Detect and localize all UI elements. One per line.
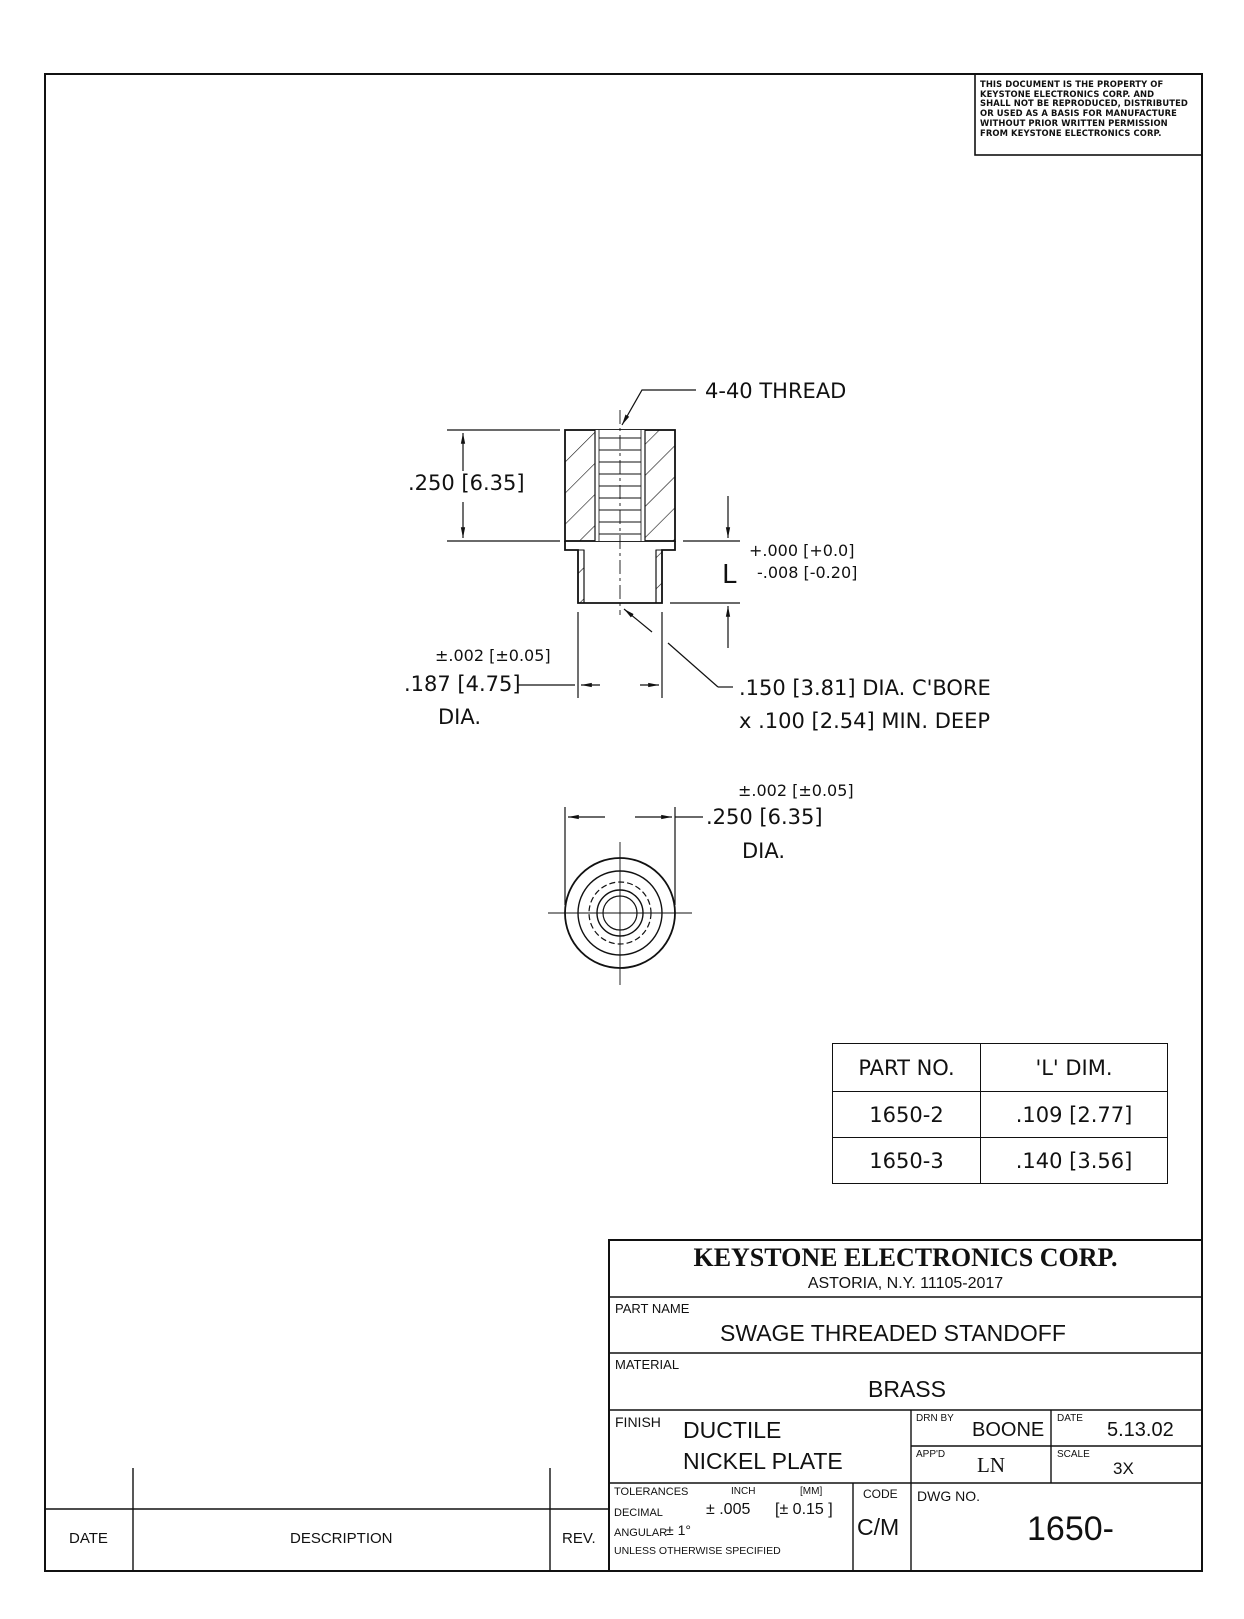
- material-value: BRASS: [868, 1376, 946, 1402]
- height-dimension: .250 [6.35]: [408, 471, 525, 495]
- notice-line: WITHOUT PRIOR WRITTEN PERMISSION: [980, 117, 1168, 128]
- finish-value-line1: DUCTILE: [683, 1417, 782, 1443]
- revision-rev-header: REV.: [562, 1530, 596, 1547]
- drawn-by-value: BOONE: [972, 1419, 1045, 1441]
- table-cell-l-dim: .109 [2.77]: [1015, 1102, 1133, 1127]
- material-label: MATERIAL: [615, 1357, 680, 1372]
- table-header-l-dim: 'L' DIM.: [1035, 1055, 1113, 1080]
- approved-value: LN: [977, 1453, 1005, 1477]
- company-name: KEYSTONE ELECTRONICS CORP.: [693, 1243, 1118, 1272]
- notice-line: KEYSTONE ELECTRONICS CORP. AND: [980, 88, 1155, 99]
- mm-label: [MM]: [800, 1486, 823, 1497]
- sheet-border: [44, 73, 1203, 1572]
- table-cell-l-dim: .140 [3.56]: [1015, 1148, 1133, 1173]
- decimal-label: DECIMAL: [614, 1507, 663, 1519]
- l-tolerance-plus: +.000 [+0.0]: [749, 541, 855, 560]
- drawn-by-label: DRN BY: [916, 1413, 954, 1424]
- scale-value: 3X: [1113, 1459, 1134, 1478]
- top-view: [548, 807, 703, 985]
- decimal-inch-tolerance: ± .005: [706, 1501, 751, 1518]
- table-header-part-no: PART NO.: [858, 1055, 955, 1080]
- scale-label: SCALE: [1057, 1449, 1090, 1460]
- angular-label: ANGULAR: [614, 1527, 668, 1539]
- head-dia-tolerance: ±.002 [±0.05]: [738, 781, 854, 800]
- company-address: ASTORIA, N.Y. 11105-2017: [807, 1275, 1004, 1292]
- tolerances-label: TOLERANCES: [614, 1486, 689, 1498]
- date-label: DATE: [1057, 1413, 1083, 1424]
- code-label: CODE: [863, 1487, 898, 1501]
- l-dimension-symbol: L: [722, 560, 737, 590]
- side-view: [447, 389, 740, 698]
- table-cell-part-no: 1650-2: [869, 1102, 944, 1127]
- drawing-number-value: 1650-: [1027, 1510, 1114, 1548]
- finish-label: FINISH: [615, 1414, 661, 1430]
- head-dia-dimension: .250 [6.35]: [706, 805, 823, 829]
- shank-dia-tolerance: ±.002 [±0.05]: [435, 646, 551, 665]
- notice-line: FROM KEYSTONE ELECTRONICS CORP.: [980, 127, 1162, 138]
- decimal-mm-tolerance: [± 0.15 ]: [775, 1501, 833, 1518]
- notice-box: [974, 73, 1203, 156]
- table-cell-part-no: 1650-3: [869, 1148, 944, 1173]
- head-dia-word: DIA.: [742, 839, 786, 863]
- angular-tolerance: ± 1°: [666, 1522, 691, 1538]
- notice-line: SHALL NOT BE REPRODUCED, DISTRIBUTED: [980, 98, 1188, 109]
- finish-value-line2: NICKEL PLATE: [683, 1448, 843, 1474]
- part-name-label: PART NAME: [615, 1301, 690, 1316]
- part-name-value: SWAGE THREADED STANDOFF: [720, 1320, 1066, 1346]
- revision-date-header: DATE: [69, 1530, 108, 1547]
- drawing-number-label: DWG NO.: [917, 1488, 980, 1504]
- inch-label: INCH: [731, 1486, 756, 1497]
- shank-dia-dimension: .187 [4.75]: [404, 672, 521, 696]
- date-value: 5.13.02: [1107, 1419, 1174, 1441]
- cbore-callout-line2: x .100 [2.54] MIN. DEEP: [739, 709, 991, 733]
- revision-block-frame: [45, 1468, 609, 1571]
- shank-dia-word: DIA.: [438, 705, 482, 729]
- title-block-frame: [608, 1239, 1203, 1572]
- notice-line: THIS DOCUMENT IS THE PROPERTY OF: [980, 79, 1164, 89]
- l-tolerance-minus: -.008 [-0.20]: [757, 563, 858, 582]
- code-value: C/M: [857, 1514, 900, 1540]
- thread-callout: 4-40 THREAD: [705, 379, 847, 403]
- l-dimension-table: PART NO. 'L' DIM. 1650-2 .109 [2.77] 165…: [832, 1043, 1168, 1184]
- approved-label: APP'D: [916, 1449, 946, 1460]
- unless-specified-note: UNLESS OTHERWISE SPECIFIED: [614, 1545, 781, 1557]
- notice-line: OR USED AS A BASIS FOR MANUFACTURE: [980, 108, 1177, 119]
- property-notice: THIS DOCUMENT IS THE PROPERTY OF KEYSTON…: [980, 79, 1204, 138]
- cbore-callout-line1: .150 [3.81] DIA. C'BORE: [739, 676, 991, 700]
- revision-description-header: DESCRIPTION: [290, 1530, 393, 1547]
